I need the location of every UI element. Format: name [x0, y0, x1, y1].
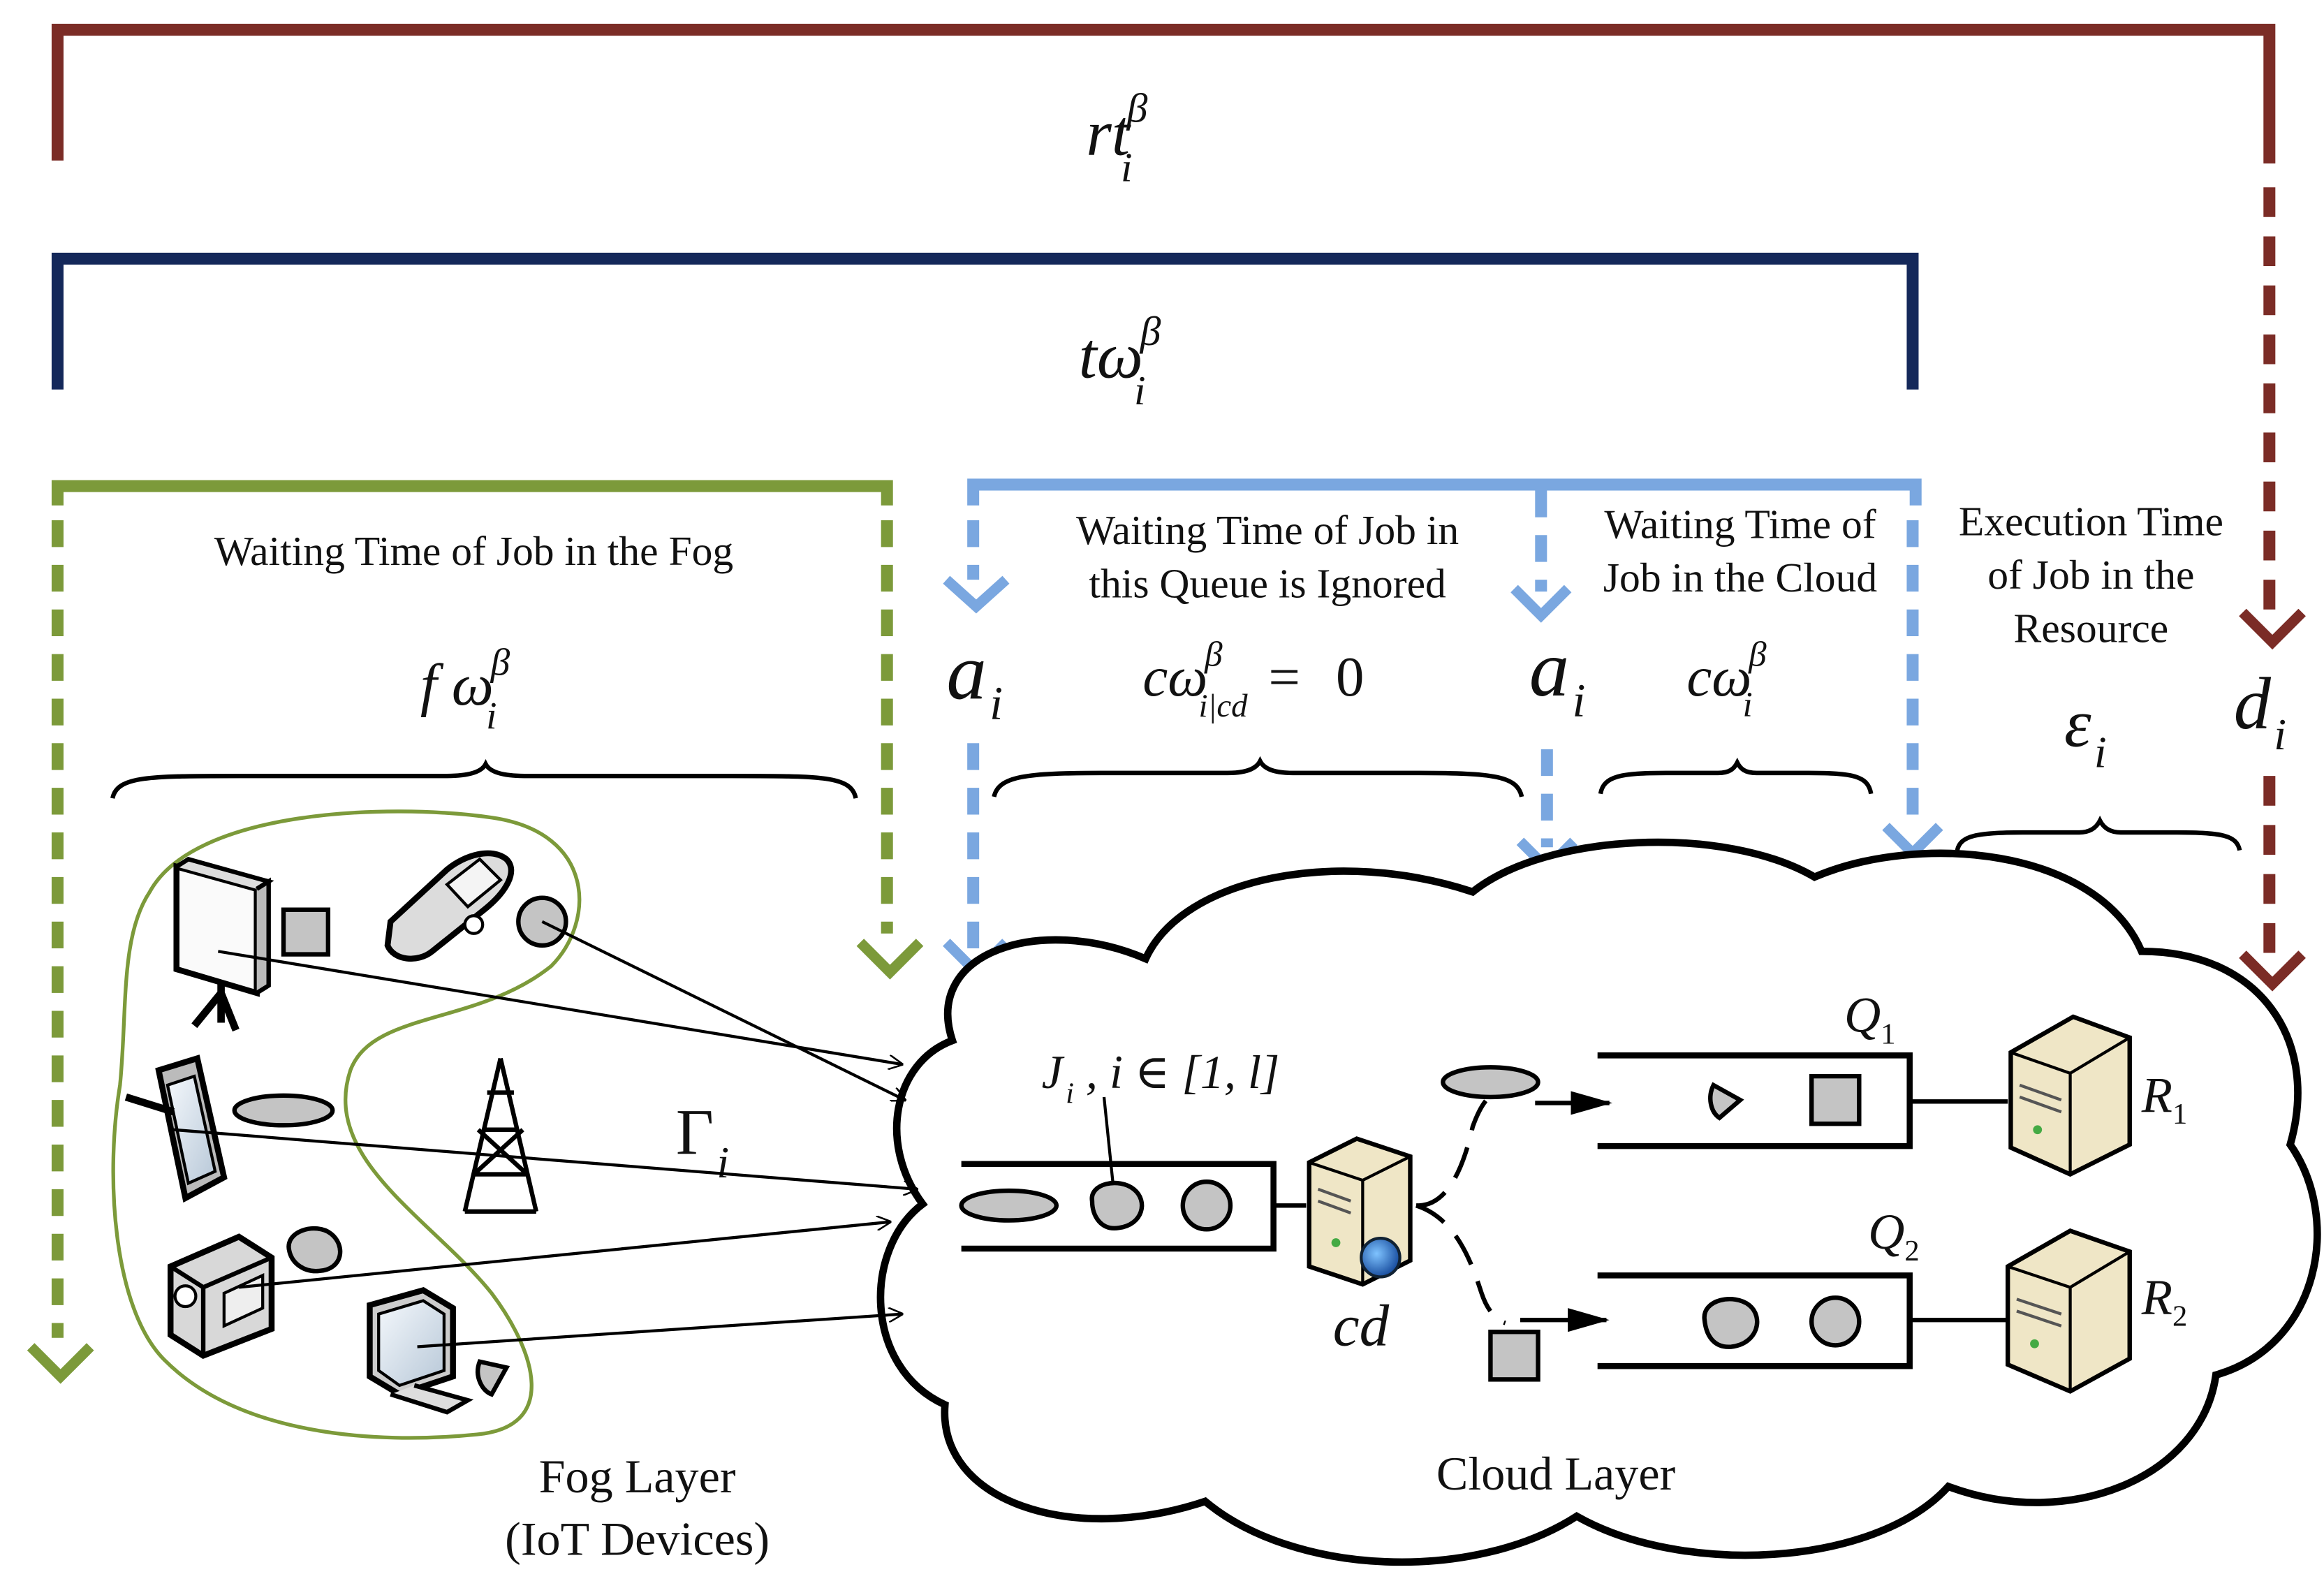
video-camera-icon: [167, 1233, 275, 1360]
dispatcher-label: cd: [1333, 1293, 1390, 1358]
response-time-bracket: [51, 24, 2306, 992]
globe-icon: [1360, 1237, 1402, 1279]
mobile-phone-icon: [384, 850, 515, 962]
cloud-wait-caption-2: Job in the Cloud: [1603, 554, 1878, 601]
device-connections: [173, 920, 916, 1348]
cloud-wait-caption-1: Waiting Time of: [1604, 501, 1876, 547]
dispatcher-wait-caption-2: this Queue is Ignored: [1089, 561, 1446, 607]
dispatched-job-square: [1488, 1330, 1540, 1382]
monitor-icon: [367, 1287, 474, 1415]
fog-layer-label-2: (IoT Devices): [505, 1513, 770, 1566]
queue-job-ellipse: [959, 1188, 1059, 1223]
resource-2-label: R2: [2141, 1270, 2187, 1333]
job-ellipse: [232, 1093, 335, 1128]
resource-2-server-icon: [2005, 1228, 2132, 1394]
fog-wait-bracket: [27, 480, 924, 1384]
execution-caption-3: Resource: [2014, 605, 2169, 652]
fog-wait-caption: Waiting Time of Job in the Fog: [214, 528, 734, 574]
tablet-icon: [124, 1054, 228, 1203]
total-waiting-time-bracket: [51, 252, 1919, 390]
queue-2-job-circle: [1809, 1295, 1862, 1348]
job-label-pointer: [1102, 1096, 1115, 1184]
queue-1-job-triangle: [1708, 1082, 1744, 1121]
execution-caption-1: Execution Time: [1959, 498, 2223, 544]
execution-caption-2: of Job in the: [1987, 552, 2194, 598]
job-triangle: [476, 1359, 510, 1397]
job-circle: [516, 895, 568, 948]
resource-1-label: R1: [2141, 1067, 2187, 1131]
execution-brace: [1955, 815, 2242, 851]
dispatch-paths: [1415, 1091, 1506, 1325]
job-square: [281, 907, 331, 957]
job-blob: [286, 1226, 343, 1274]
cell-tower-icon: [462, 1057, 538, 1214]
fog-wait-brace: [110, 758, 858, 799]
fog-layer-boundary: [111, 809, 582, 1440]
dispatcher-wait-caption-1: Waiting Time of Job in: [1076, 507, 1459, 553]
projector-screen-icon: [173, 856, 274, 1032]
cloud-layer-label: Cloud Layer: [1436, 1447, 1676, 1500]
queue-1-label: Q1: [1844, 987, 1896, 1050]
fog-layer-label-1: Fog Layer: [539, 1450, 736, 1503]
queue-job-blob: [1089, 1180, 1145, 1230]
resource-1-server-icon: [2008, 1014, 2132, 1177]
queue-job-circle: [1180, 1179, 1233, 1232]
queue-2-label: Q2: [1868, 1204, 1920, 1267]
dispatched-job-ellipse: [1441, 1065, 1540, 1100]
queue-1-job-square: [1809, 1073, 1862, 1126]
queue-2-job-blob: [1702, 1297, 1760, 1349]
dispatcher-wait-brace: [992, 756, 1524, 798]
cloud-wait-brace: [1598, 757, 1874, 795]
cloud-shape: [876, 838, 2321, 1566]
